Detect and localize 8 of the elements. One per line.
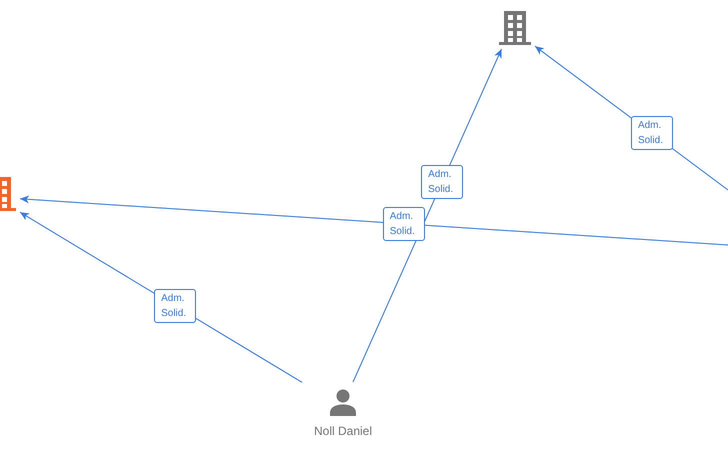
building-icon xyxy=(499,11,531,45)
edge-label: Adm. Solid. xyxy=(154,288,196,323)
edge-label: Adm. Solid. xyxy=(630,116,673,150)
edge-label: Adm. Solid. xyxy=(421,165,464,200)
arrow xyxy=(20,195,728,246)
edge-label: Adm. Solid. xyxy=(382,206,425,241)
building-icon xyxy=(0,177,16,211)
person-name: Noll Daniel xyxy=(314,424,372,438)
